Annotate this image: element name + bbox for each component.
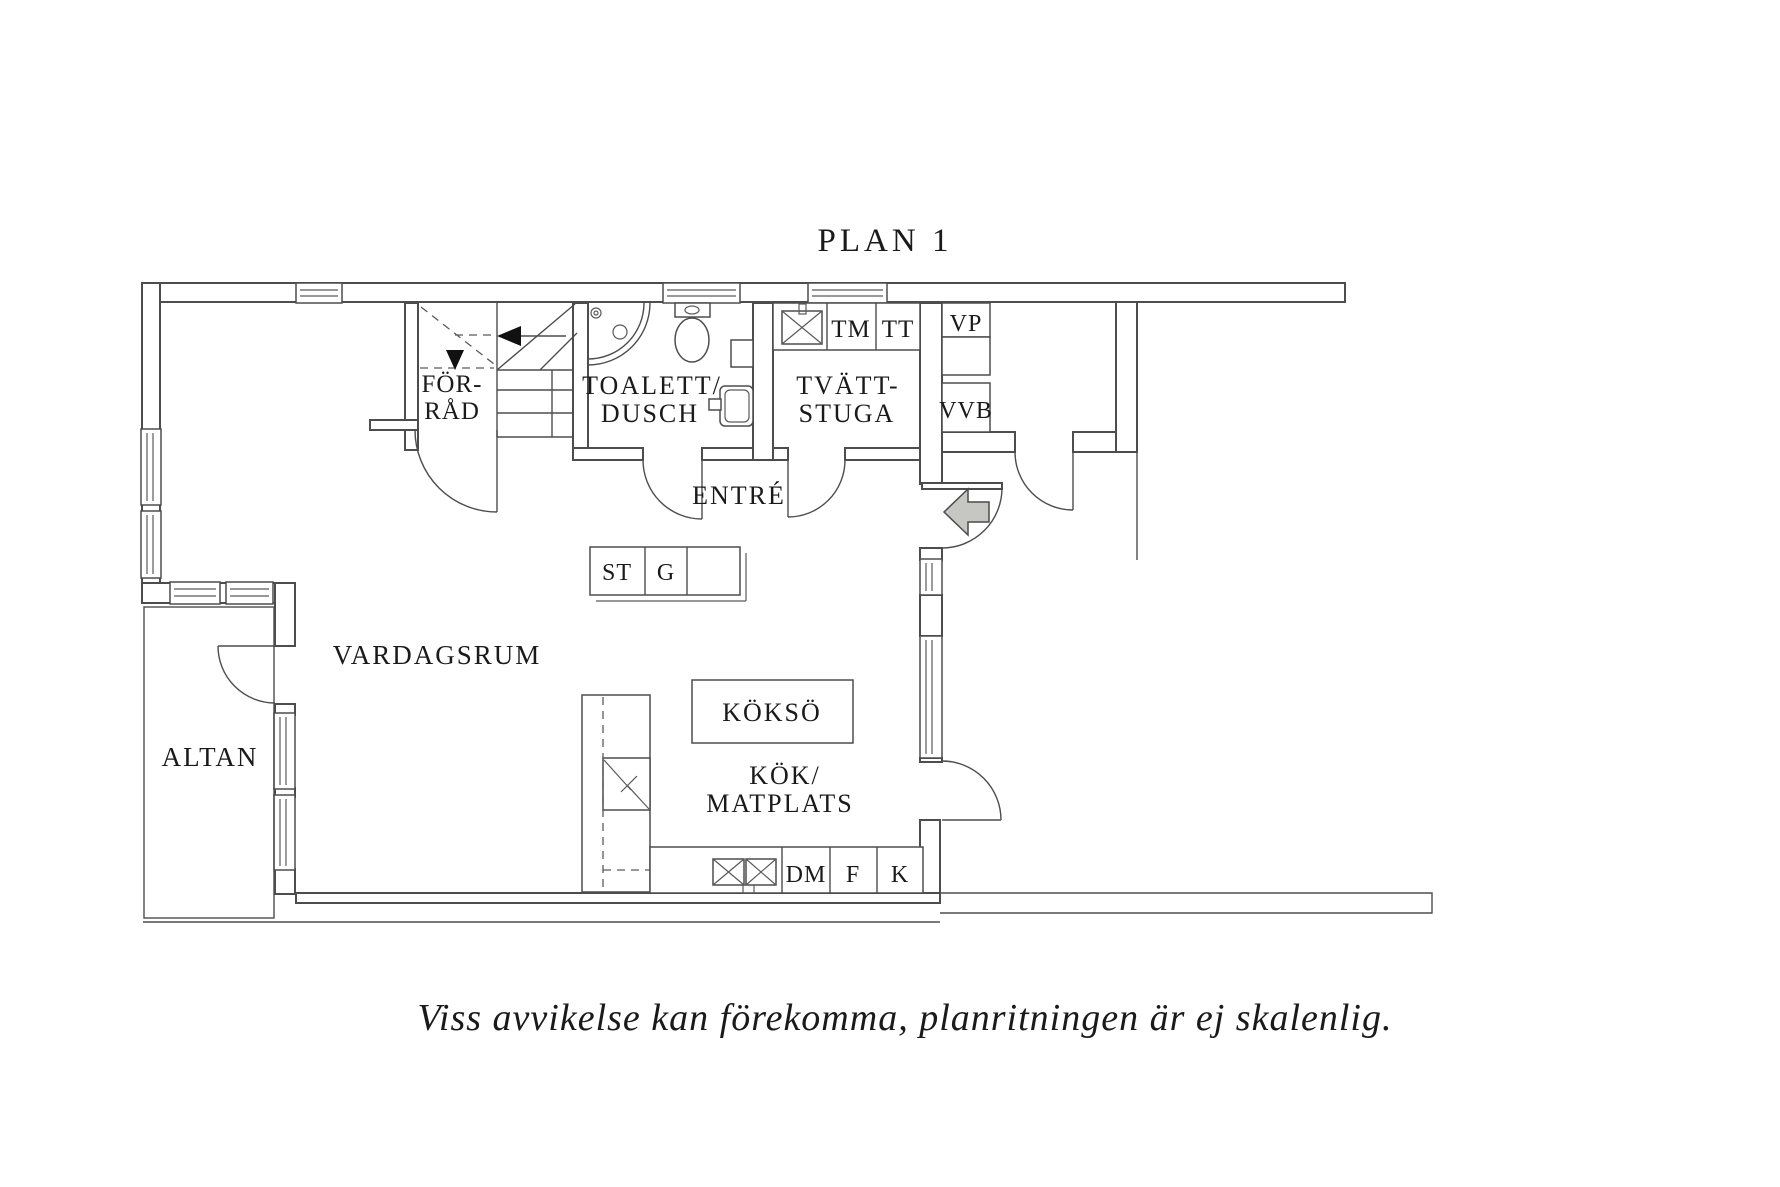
- room-label-toalett-2: DUSCH: [601, 399, 699, 428]
- room-label-toalett-1: TOALETT/: [582, 371, 722, 400]
- wall-entry-top: [921, 482, 1003, 490]
- window-top-2: [662, 282, 741, 304]
- stair-up-arrow-icon: [497, 326, 521, 346]
- room-label-tvattstuga-1: TVÄTT-: [796, 371, 899, 400]
- label-vp: VP: [950, 311, 983, 337]
- room-label-entre: ENTRÉ: [692, 481, 786, 510]
- entry-arrow-icon: [942, 487, 990, 537]
- wall-tvatt-bottom-right: [844, 447, 923, 461]
- room-label-kok-1: KÖK/: [749, 761, 821, 790]
- wall-hall-east: [919, 302, 943, 485]
- plan-title: PLAN 1: [818, 223, 953, 259]
- wall-bottom: [295, 892, 941, 904]
- wall-west-a: [274, 582, 296, 647]
- wall-toalett-bottom-right: [701, 447, 761, 461]
- room-label-forrad-2: RÅD: [424, 398, 480, 425]
- window-east-1: [919, 558, 943, 596]
- window-west-2: [273, 794, 296, 871]
- wall-forrad-left: [404, 302, 419, 451]
- door-tvattstuga: [787, 459, 846, 518]
- door-main-entry: [941, 487, 1003, 549]
- toilet-icon: [674, 302, 711, 363]
- wall-toalett-right: [752, 302, 774, 461]
- label-dm: DM: [786, 862, 827, 888]
- shower-icon: [587, 302, 651, 366]
- kitchen: DM F K: [581, 679, 924, 894]
- wall-toalett-bottom-left: [572, 447, 644, 461]
- laundry-sink-icon: [781, 303, 823, 345]
- room-label-altan: ALTAN: [162, 742, 259, 772]
- label-vvb: VVB: [939, 398, 993, 424]
- door-forrad: [414, 429, 498, 513]
- room-label-forrad-1: FÖR-: [422, 371, 483, 398]
- stove-icon: [602, 757, 651, 811]
- vp-box: [941, 302, 991, 338]
- label-tt: TT: [882, 316, 915, 343]
- cabinet-dividers: [644, 547, 688, 595]
- altan-deck-outline: [143, 606, 275, 919]
- cabinet-outline: [589, 546, 741, 596]
- window-east-2: [919, 635, 943, 759]
- label-k: K: [891, 862, 909, 888]
- window-west-1: [273, 712, 296, 790]
- stair-down-arrow-icon: [446, 350, 464, 370]
- stair-break-lines: [496, 303, 578, 371]
- wall-vp-bottom-right: [1072, 431, 1117, 453]
- stair-dashed-lines: [420, 306, 497, 369]
- kitchen-counter-dividers: [781, 847, 878, 893]
- kitchen-island: [691, 679, 854, 744]
- doors: [217, 429, 1074, 821]
- walls: [141, 282, 1433, 923]
- laundry-dividers: [826, 303, 877, 350]
- label-f: F: [846, 862, 860, 888]
- window-top-3: [807, 282, 888, 304]
- disclaimer-caption: Viss avvikelse kan förekomma, planritnin…: [418, 997, 1393, 1039]
- room-label-tvattstuga-2: STUGA: [799, 399, 896, 428]
- wall-forrad-stub: [369, 419, 419, 431]
- box-below-vp: [941, 336, 991, 376]
- kitchen-sink-icon: [712, 858, 777, 894]
- staircase: [420, 303, 578, 438]
- wall-tvatt-bottom-left: [772, 447, 789, 461]
- window-altan-2: [225, 581, 274, 605]
- boundary-band-bottom-right: [940, 892, 1433, 914]
- wall-east-kitchen-a: [919, 547, 943, 561]
- wall-west-c: [274, 868, 296, 895]
- label-st: ST: [602, 560, 632, 586]
- window-altan-1: [169, 581, 221, 605]
- cabinet-shadow: [596, 553, 747, 602]
- room-label-kokso: KÖKSÖ: [722, 698, 822, 727]
- hall-cabinet: ST G: [589, 546, 747, 602]
- vvb-box: [941, 382, 991, 433]
- label-g: G: [657, 560, 675, 586]
- room-labels: FÖR- RÅD TOALETT/ DUSCH TVÄTT- STUGA ENT…: [162, 371, 899, 818]
- bathroom-fixtures: [587, 302, 754, 427]
- wall-vp-bottom-left: [941, 431, 1016, 453]
- washbasin-icon: [708, 385, 754, 427]
- window-top-1: [295, 282, 343, 304]
- door-vp-room: [1014, 451, 1074, 511]
- door-kitchen-out: [941, 760, 1002, 821]
- room-label-vardagsrum: VARDAGSRUM: [333, 640, 542, 670]
- wall-east-kitchen-b: [919, 594, 943, 637]
- laundry-row: TM TT: [772, 302, 921, 351]
- wall-east: [1115, 301, 1138, 453]
- door-altan: [217, 645, 276, 704]
- technical-room: VP VVB: [939, 302, 993, 433]
- stair-treads: [497, 369, 573, 414]
- door-toalett: [642, 459, 703, 520]
- room-label-kok-2: MATPLATS: [706, 789, 853, 818]
- duct-box: [730, 339, 754, 368]
- window-left-2: [140, 510, 162, 579]
- window-left-1: [140, 428, 162, 506]
- label-tm: TM: [831, 316, 871, 343]
